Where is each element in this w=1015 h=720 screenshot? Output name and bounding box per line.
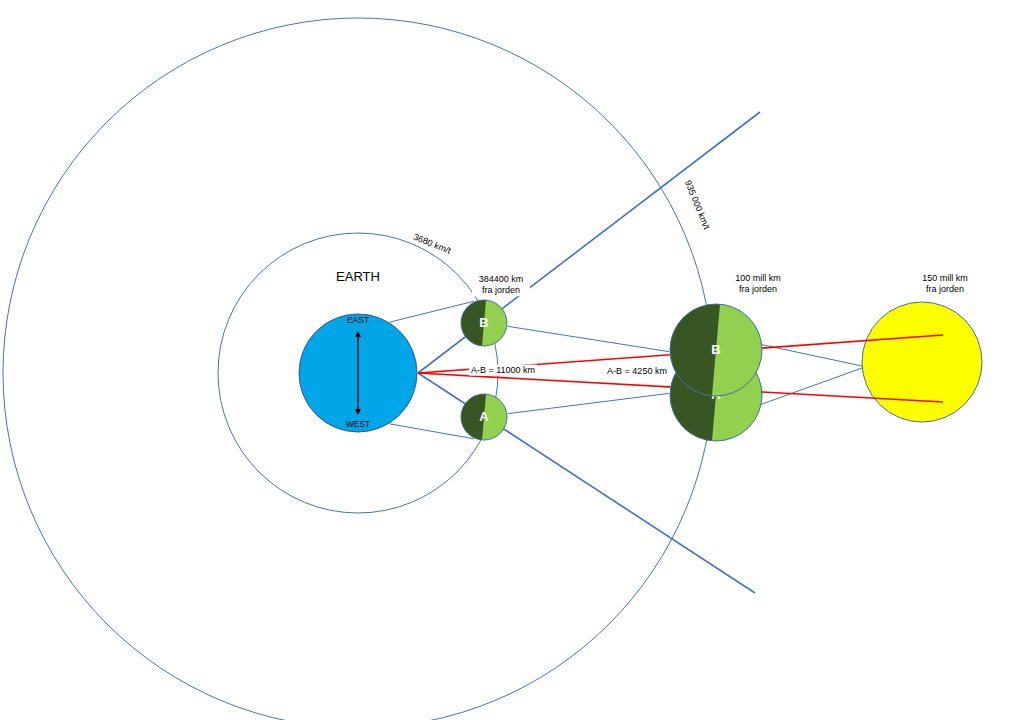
moon-circle: B [460,299,508,347]
body-outline [461,394,507,440]
separation-label: A-B = 4250 km [605,366,669,377]
sight-line [508,326,669,351]
distance-label: 100 mill km fra jorden [729,273,787,295]
distance-label: 150 mill km fra jorden [916,273,974,295]
node-outline [669,348,763,442]
lit-half [670,304,762,396]
lit-half [670,349,762,441]
direction-label: WEST [346,420,371,430]
dark-half [670,349,720,441]
sight-line [740,340,862,366]
body-outline [670,349,762,441]
speed-label: 3680 km/t [410,231,454,257]
sight-line [740,368,862,412]
separation-label: A-B = 11000 km [469,365,537,376]
moon-circle: A [460,393,508,441]
lit-half [461,300,507,346]
speed-label: 3680 km/t [410,231,454,257]
speed-label: 935 000 km/t [681,177,712,233]
sun [862,302,982,422]
separation-label: A-B = 4250 km [605,366,669,377]
earth-disc [299,314,417,432]
view-ray [418,373,755,593]
direction-label: EAST [347,316,369,326]
node-outline [460,299,508,347]
earth-circle: EARTHEASTWEST [298,313,418,433]
node-outline [298,313,418,433]
red-ray [418,373,943,402]
planet-circle: B [669,303,763,397]
body-outline [670,304,762,396]
sight-line [390,301,474,322]
distance-label: 384400 km fra jorden [472,274,530,296]
distance-label: 150 mill km fra jorden [916,273,974,295]
body-outline [461,300,507,346]
planet-circle: A [669,348,763,442]
position-letter: A [711,388,720,403]
lit-half [461,394,507,440]
speed-label: 935 000 km/t [681,177,712,233]
position-letter: B [479,316,488,331]
direction-arrow [355,331,361,415]
sight-line [508,393,669,413]
node-outline [460,393,508,441]
moon-orbit [218,233,498,513]
node-outline [669,303,763,397]
position-letter: B [711,343,720,358]
dark-half [670,304,720,396]
outer-orbit [3,18,713,720]
separation-label: A-B = 11000 km [469,365,537,376]
distance-label: 100 mill km fra jorden [729,273,787,295]
dark-half [461,300,486,346]
heading: EARTH [336,270,380,285]
dark-half [461,394,486,440]
position-letter: A [479,410,488,425]
distance-label: 384400 km fra jorden [472,274,530,296]
sight-line [390,424,474,439]
red-ray [418,335,943,373]
view-ray [418,112,760,373]
